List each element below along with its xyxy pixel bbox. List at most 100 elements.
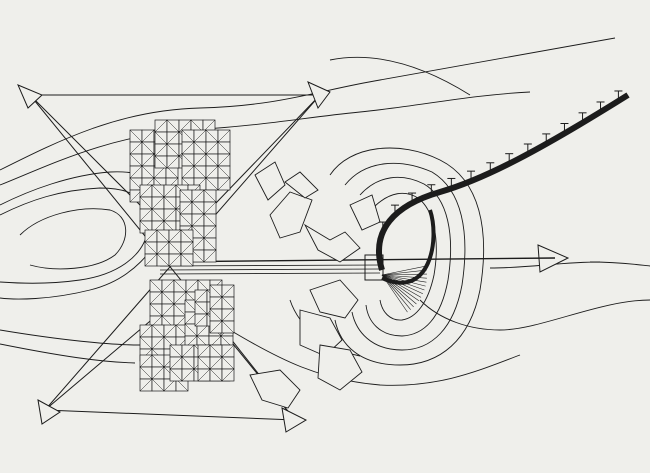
cell-hatch: [194, 289, 208, 303]
cell-hatch: [151, 208, 165, 222]
cell-hatch: [139, 196, 153, 210]
cell-hatch: [163, 208, 177, 222]
cell-hatch: [184, 323, 198, 337]
cell-hatch: [151, 336, 165, 350]
cell-hatch: [166, 155, 180, 169]
cell-hatch: [205, 165, 219, 179]
cell-hatch: [151, 196, 165, 210]
cell-hatch: [173, 291, 187, 305]
cell-hatch: [209, 284, 223, 298]
cell-hatch: [151, 366, 165, 380]
cell-hatch: [144, 241, 158, 255]
cell-hatch: [166, 143, 180, 157]
cell-hatch: [203, 249, 217, 263]
cell-hatch: [169, 368, 183, 382]
cell-hatch: [181, 165, 195, 179]
cell-hatch: [197, 368, 211, 382]
cell-hatch: [154, 131, 168, 145]
cell-hatch: [149, 291, 163, 305]
cell-hatch: [141, 141, 155, 155]
cell-hatch: [151, 324, 165, 338]
cell-hatch: [156, 241, 170, 255]
cell-hatch: [141, 153, 155, 167]
cell-hatch: [221, 296, 235, 310]
cell-hatch: [180, 253, 194, 267]
cell-hatch: [129, 141, 143, 155]
central-spine-axis: [149, 254, 556, 281]
cell-hatch: [161, 303, 175, 317]
cell-hatch: [179, 201, 193, 215]
cell-hatch: [205, 153, 219, 167]
cell-hatch: [194, 301, 208, 315]
cell-hatch: [203, 237, 217, 251]
cell-hatch: [141, 165, 155, 179]
cell-hatch: [217, 141, 231, 155]
fan-line: [381, 269, 427, 276]
cell-hatch: [221, 320, 235, 334]
cell-hatch: [193, 153, 207, 167]
cell-hatch: [129, 165, 143, 179]
cell-hatch: [191, 225, 205, 239]
cell-hatch: [166, 119, 180, 133]
cell-hatch: [209, 308, 223, 322]
cell-hatch: [173, 279, 187, 293]
cell-hatch: [129, 129, 143, 143]
cell-hatch: [181, 129, 195, 143]
cell-hatch: [161, 291, 175, 305]
cell-hatch: [139, 354, 153, 368]
cell-hatch: [209, 320, 223, 334]
cell-hatch: [191, 189, 205, 203]
cell-hatch: [221, 356, 235, 370]
cell-hatch: [221, 284, 235, 298]
stepped-building-fragments: [249, 161, 381, 409]
cell-hatch: [169, 344, 183, 358]
cell-hatch: [205, 141, 219, 155]
cell-hatch: [209, 368, 223, 382]
cell-hatch: [163, 196, 177, 210]
cell-hatch: [191, 249, 205, 263]
fan-line: [381, 265, 427, 276]
cell-hatch: [151, 354, 165, 368]
cell-hatch: [144, 229, 158, 243]
cell-hatch: [180, 229, 194, 243]
cell-hatch: [139, 366, 153, 380]
cell-hatch: [191, 237, 205, 251]
cell-hatch: [197, 356, 211, 370]
cell-hatch: [209, 344, 223, 358]
cell-hatch: [144, 253, 158, 267]
cell-hatch: [156, 253, 170, 267]
cell-hatch: [154, 119, 168, 133]
cell-hatch: [178, 119, 192, 133]
cell-hatch: [163, 184, 177, 198]
cell-hatch: [154, 143, 168, 157]
arrowhead-markers: [17, 81, 570, 433]
cell-hatch: [205, 129, 219, 143]
cell-hatch: [179, 189, 193, 203]
cell-hatch: [217, 177, 231, 191]
cell-hatch: [191, 201, 205, 215]
cell-hatch: [151, 378, 165, 392]
cell-hatch: [205, 177, 219, 191]
cell-hatch: [193, 165, 207, 179]
cell-hatch: [168, 229, 182, 243]
cell-hatch: [203, 201, 217, 215]
cell-hatch: [217, 153, 231, 167]
cell-hatch: [149, 303, 163, 317]
fan-line: [381, 274, 427, 283]
cell-hatch: [139, 378, 153, 392]
causeway-loop: [381, 209, 436, 285]
cell-hatch: [203, 225, 217, 239]
cell-hatch: [185, 279, 199, 293]
cell-hatch: [139, 208, 153, 222]
cell-hatch: [217, 129, 231, 143]
cell-hatch: [193, 129, 207, 143]
cell-hatch: [169, 356, 183, 370]
cell-hatch: [191, 213, 205, 227]
cell-hatch: [209, 356, 223, 370]
cell-hatch: [221, 344, 235, 358]
causeway-deck: [376, 92, 630, 271]
cell-hatch: [163, 324, 177, 338]
curved-causeway-with-pylons: [376, 90, 630, 285]
cell-hatch: [141, 129, 155, 143]
cell-hatch: [181, 356, 195, 370]
